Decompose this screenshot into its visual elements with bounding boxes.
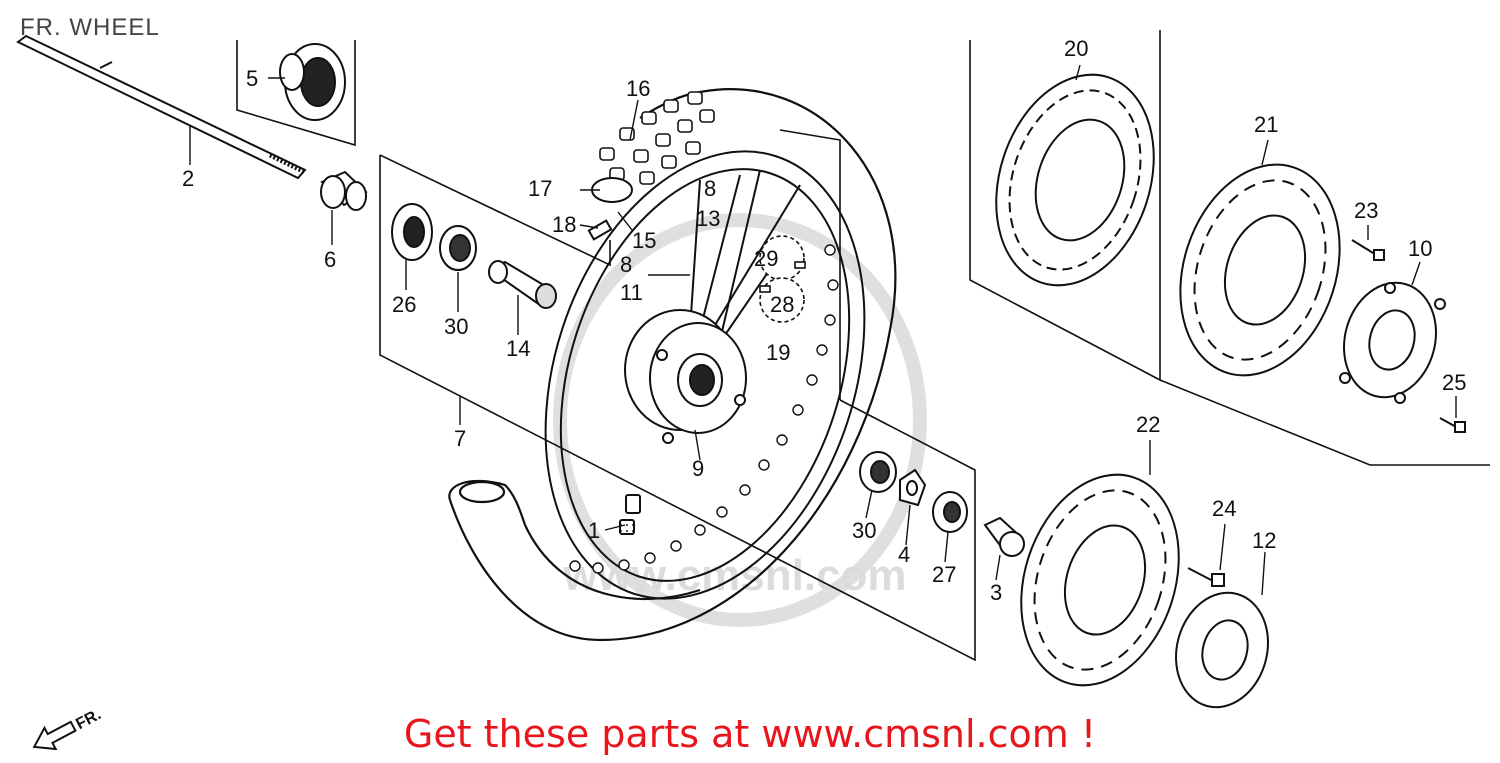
promo-banner[interactable]: Get these parts at www.cmsnl.com ! <box>403 712 1097 756</box>
front-direction-indicator: FR. <box>26 690 126 755</box>
bracket-bearing-cap <box>236 40 356 147</box>
callout-12: 12 <box>1252 528 1276 553</box>
callout-8a: 8 <box>704 176 716 201</box>
seal-27 <box>932 491 968 533</box>
callout-11: 11 <box>620 280 643 305</box>
diagram-title: FR. WHEEL <box>20 14 160 41</box>
tube <box>587 177 633 241</box>
callout-7: 7 <box>454 426 466 451</box>
collar-6 <box>320 170 368 211</box>
callouts: 1 2 3 4 5 6 7 8 8 9 10 11 12 13 14 15 16… <box>182 36 1466 605</box>
callout-30a: 30 <box>444 314 468 339</box>
bracket-wheel-assembly <box>379 155 976 662</box>
axle-cap <box>279 43 346 121</box>
brake-disc-21 <box>1179 163 1341 377</box>
callout-21: 21 <box>1254 112 1278 137</box>
distance-collar-14 <box>488 260 557 309</box>
callout-23: 23 <box>1354 198 1378 223</box>
callout-10: 10 <box>1408 236 1432 261</box>
collar-3 <box>983 516 1025 557</box>
watermark: www.cmsnl.com <box>553 213 927 627</box>
bracket-disc-right <box>1159 379 1490 466</box>
callout-25: 25 <box>1442 370 1466 395</box>
disc-hub-10 <box>1339 281 1446 404</box>
callout-26: 26 <box>392 292 416 317</box>
callout-16: 16 <box>626 76 650 101</box>
callout-14: 14 <box>506 336 530 361</box>
callout-18: 18 <box>552 212 576 237</box>
bearing-30-left <box>439 225 477 271</box>
seal-26 <box>391 203 433 261</box>
retainer-4 <box>899 468 927 507</box>
callout-13: 13 <box>696 206 720 231</box>
callout-9: 9 <box>692 456 704 481</box>
hub <box>624 309 747 444</box>
front-arrow-icon <box>32 720 77 751</box>
callout-28: 28 <box>770 292 794 317</box>
callout-15: 15 <box>632 228 656 253</box>
spoke-nipples <box>759 235 806 323</box>
callout-22: 22 <box>1136 412 1160 437</box>
bearing-30-right <box>859 451 897 493</box>
callout-29: 29 <box>754 246 778 271</box>
rim-spoke-holes <box>569 244 839 574</box>
brake-disc-20 <box>995 73 1155 287</box>
leader-lines <box>189 64 1457 596</box>
callout-3: 3 <box>990 580 1002 605</box>
group-brackets <box>236 30 1490 662</box>
callout-5: 5 <box>246 66 258 91</box>
callout-30b: 30 <box>852 518 876 543</box>
rim <box>544 150 866 600</box>
callout-1: 1 <box>588 518 600 543</box>
callout-6: 6 <box>324 247 336 272</box>
disc-hub-12 <box>1175 591 1269 709</box>
tread-knobs <box>599 91 715 185</box>
callout-20: 20 <box>1064 36 1088 61</box>
bolts <box>1187 239 1466 587</box>
brake-disc-22 <box>1020 473 1180 687</box>
callout-27: 27 <box>932 562 956 587</box>
callout-2: 2 <box>182 166 194 191</box>
callout-24: 24 <box>1212 496 1236 521</box>
valve <box>619 494 641 535</box>
axle <box>16 34 307 180</box>
callout-4: 4 <box>898 542 910 567</box>
callout-8b: 8 <box>620 252 632 277</box>
callout-17: 17 <box>528 176 552 201</box>
bracket-disc-left <box>969 30 1161 382</box>
callout-19: 19 <box>766 340 790 365</box>
